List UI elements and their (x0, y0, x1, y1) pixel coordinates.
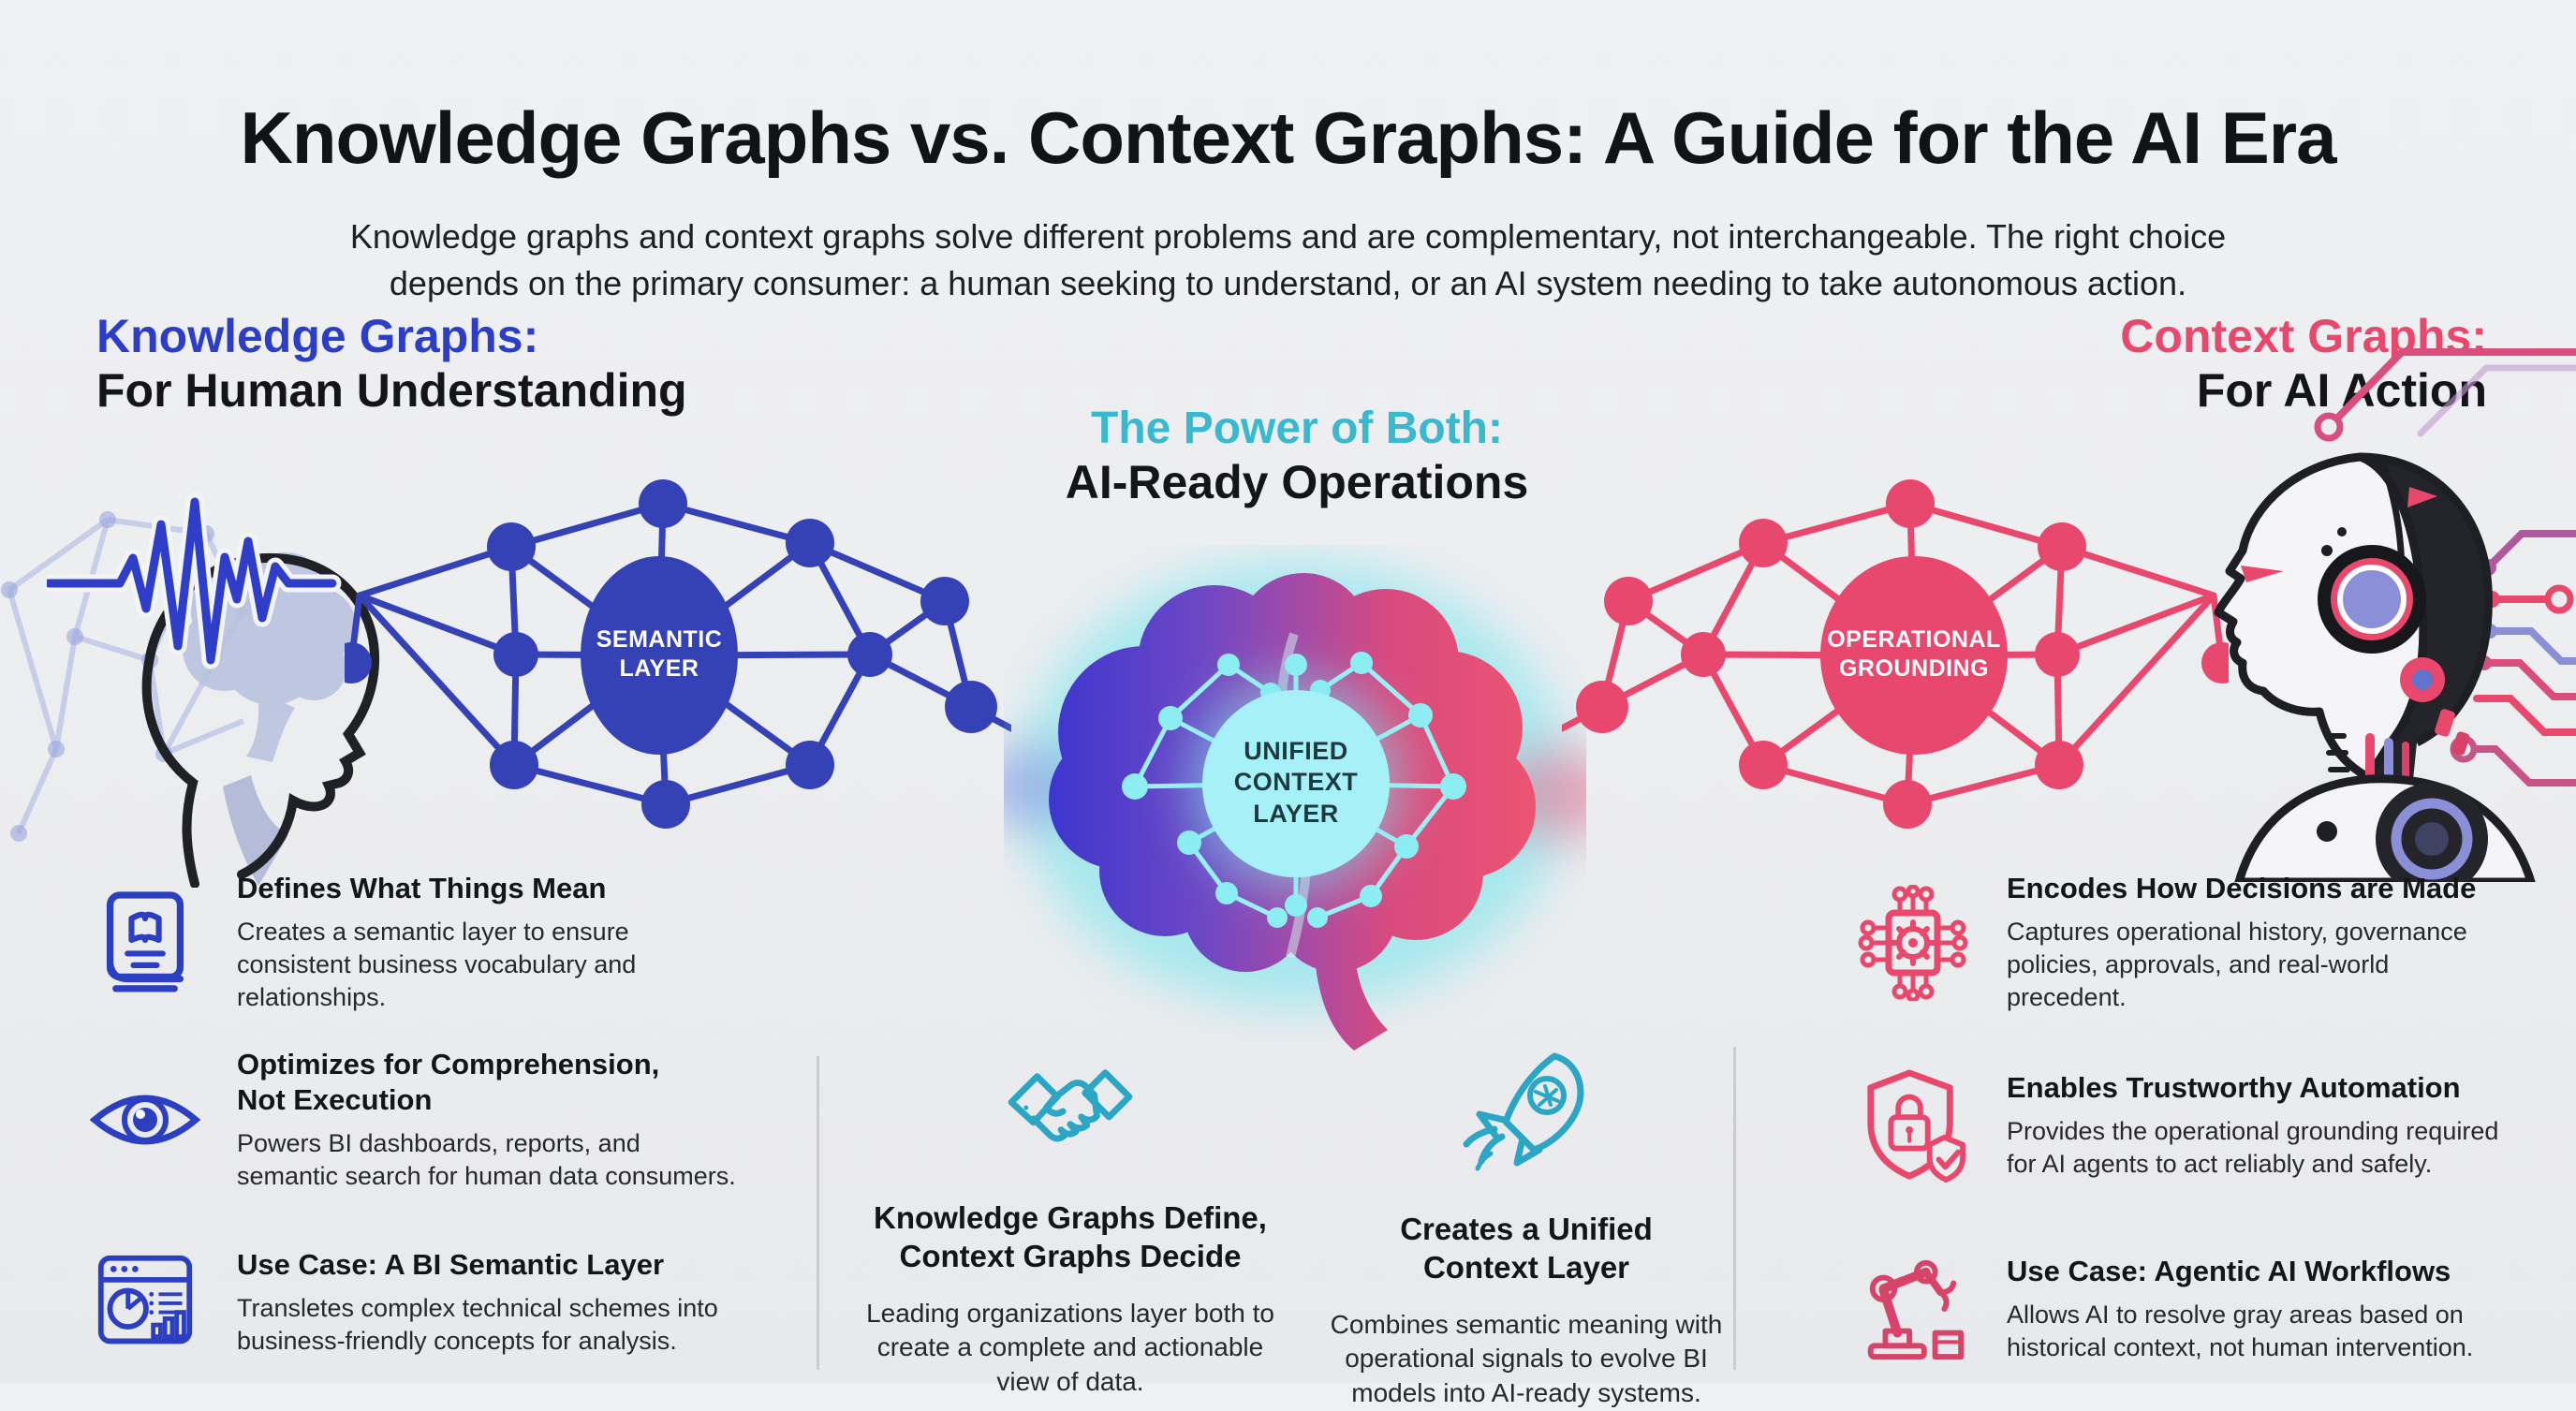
feature-agentic-workflows: Use Case: Agentic AI Workflows Allows AI… (1854, 1253, 2576, 1365)
operational-grounding-label: OPERATIONAL GROUNDING (1792, 625, 2036, 683)
knowledge-graphs-heading: Knowledge Graphs: For Human Understandin… (96, 309, 687, 418)
feature-trustworthy-automation: Enables Trustworthy Automation Provides … (1854, 1066, 2576, 1185)
feature-title: Knowledge Graphs Define, Context Graphs … (874, 1198, 1267, 1276)
page-title: Knowledge Graphs vs. Context Graphs: A G… (0, 96, 2576, 181)
feature-bi-semantic-layer: Use Case: A BI Semantic Layer Transletes… (89, 1247, 801, 1358)
book-icon (89, 889, 201, 997)
knowledge-graphs-heading-main: For Human Understanding (96, 363, 687, 418)
robot-arm-icon (1854, 1253, 1971, 1365)
feature-encodes-decisions: Encodes How Decisions are Made Captures … (1854, 871, 2566, 1014)
feature-title: Use Case: A BI Semantic Layer (237, 1247, 801, 1283)
unified-context-layer-label: UNIFIED CONTEXT LAYER (1184, 736, 1408, 830)
feature-title: Creates a Unified Context Layer (1400, 1210, 1653, 1287)
feature-body: Leading organizations layer both to crea… (866, 1297, 1274, 1401)
feature-body: Creates a semantic layer to ensure consi… (237, 916, 799, 1014)
eye-icon (89, 1080, 201, 1160)
feature-body: Transletes complex technical schemes int… (237, 1292, 801, 1358)
feature-body: Captures operational history, governance… (2007, 916, 2566, 1014)
power-of-both-heading-accent: The Power of Both: (890, 403, 1704, 455)
knowledge-graphs-heading-accent: Knowledge Graphs: (96, 309, 687, 363)
bi-dashboard-icon (89, 1253, 201, 1352)
shield-lock-icon (1854, 1066, 1971, 1185)
divider-left-center (817, 1056, 819, 1370)
feature-define-decide: Knowledge Graphs Define, Context Graphs … (829, 1056, 1312, 1400)
feature-title: Enables Trustworthy Automation (2007, 1070, 2576, 1106)
feature-title: Defines What Things Mean (237, 871, 799, 906)
robot-head-illustration (2186, 270, 2576, 882)
feature-body: Powers BI dashboards, reports, and seman… (237, 1127, 799, 1193)
feature-title: Encodes How Decisions are Made (2007, 871, 2566, 906)
feature-body: Allows AI to resolve gray areas based on… (2007, 1299, 2576, 1364)
feature-body: Combines semantic meaning with operation… (1331, 1308, 1723, 1411)
feature-optimizes-comprehension: Optimizes for Comprehension, Not Executi… (89, 1047, 801, 1193)
rocket-icon (1461, 1047, 1592, 1178)
circuit-traces-top (2318, 352, 2576, 438)
feature-title: Use Case: Agentic AI Workflows (2007, 1254, 2576, 1289)
handshake-icon (1005, 1056, 1136, 1167)
semantic-layer-label: SEMANTIC LAYER (556, 625, 762, 683)
feature-defines-meaning: Defines What Things Mean Creates a seman… (89, 871, 801, 1014)
feature-body: Provides the operational grounding requi… (2007, 1115, 2576, 1181)
feature-title: Optimizes for Comprehension, Not Executi… (237, 1047, 799, 1118)
chip-gear-icon (1854, 885, 1971, 1001)
feature-unified-context-layer: Creates a Unified Context Layer Combines… (1285, 1047, 1768, 1411)
